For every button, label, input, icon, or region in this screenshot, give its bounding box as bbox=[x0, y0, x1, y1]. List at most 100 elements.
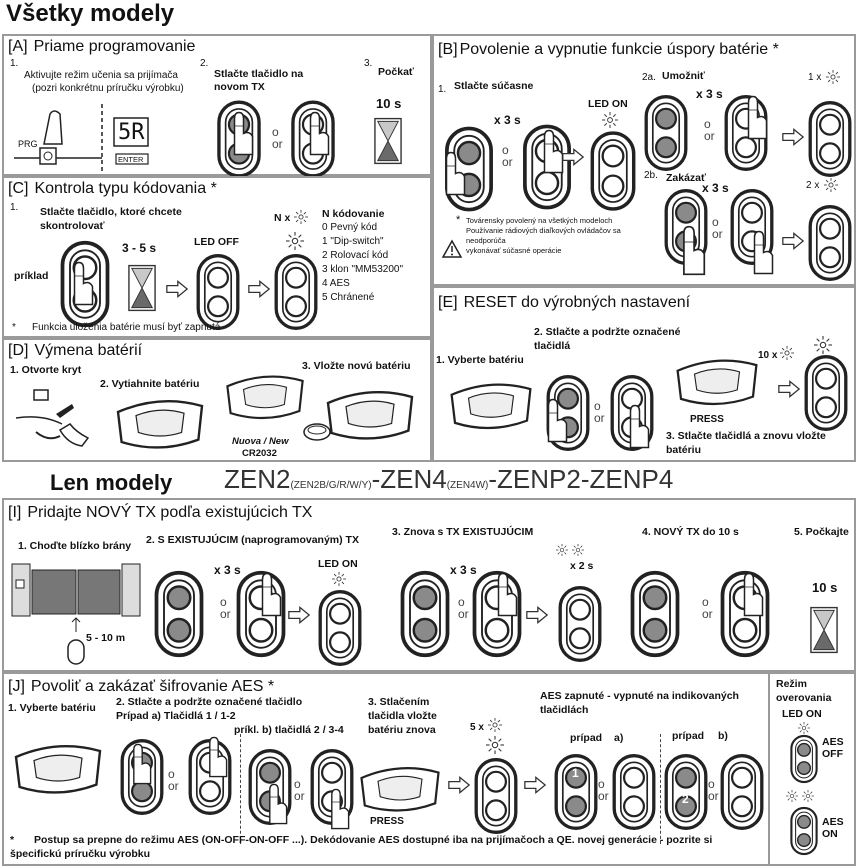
burst-icon bbox=[286, 232, 304, 250]
burst-icon bbox=[486, 736, 504, 754]
panel-a: [A]Priame programovanie 1. Aktivujte rež… bbox=[2, 34, 432, 176]
step3-text: 3. Stlačte tlačidlá a znovu vložte bbox=[666, 430, 826, 442]
example-label: príklad bbox=[14, 270, 49, 282]
panel-i: [I]Pridajte NOVÝ TX podľa existujúcich T… bbox=[2, 498, 856, 672]
remote-icon bbox=[720, 752, 764, 832]
divider bbox=[660, 734, 661, 844]
remote-icon bbox=[554, 752, 598, 832]
note-line-4: vykonávať súčasné operácie bbox=[466, 246, 562, 255]
coding-item: 4 AES bbox=[322, 278, 350, 289]
arrow-icon bbox=[166, 280, 188, 298]
case-b-text: príkl. b) tlačidlá 2 / 3-4 bbox=[234, 724, 344, 736]
hand-icon bbox=[620, 388, 650, 450]
step1-text: 1. Otvorte kryt bbox=[10, 364, 82, 376]
burst-icon bbox=[294, 210, 308, 224]
panel-c: [C]Kontrola typu kódovania * 1. Stlačte … bbox=[2, 176, 432, 338]
coin-cell-icon bbox=[303, 423, 331, 441]
remote-icon bbox=[804, 354, 848, 432]
case-a-value: a) bbox=[614, 732, 624, 744]
burst-icon bbox=[814, 336, 832, 354]
warning-icon bbox=[441, 239, 463, 258]
step4-text: 4. NOVÝ TX do 10 s bbox=[642, 526, 739, 538]
arrow-icon bbox=[526, 606, 548, 624]
step3-text: 3. Stlačením bbox=[368, 696, 430, 708]
divider bbox=[240, 734, 241, 844]
step1-num: 1. bbox=[10, 202, 19, 213]
note-line-3: neodporúča bbox=[466, 236, 506, 245]
arrow-icon bbox=[778, 380, 800, 398]
panel-j: [J]Povoliť a zakázať šifrovanie AES * 1.… bbox=[2, 672, 856, 866]
remote-icon bbox=[630, 570, 680, 658]
wait-time: 10 s bbox=[376, 96, 402, 111]
hand-icon bbox=[538, 382, 568, 444]
step3-text: Počkať bbox=[378, 66, 414, 78]
blink-count: 10 x bbox=[758, 350, 778, 361]
battery-cover-illustration bbox=[222, 366, 308, 428]
hand-icon bbox=[64, 244, 94, 308]
footnote: Postup sa prepne do režimu AES (ON-OFF-O… bbox=[34, 834, 713, 846]
coding-item: 2 Rolovací kód bbox=[322, 250, 389, 261]
aes-text-2: tlačidlách bbox=[540, 704, 589, 716]
time-range: 3 - 5 s bbox=[122, 241, 157, 255]
times-label: x 3 s bbox=[494, 113, 521, 127]
times-label: x 3 s bbox=[702, 181, 729, 195]
burst-icon bbox=[802, 790, 814, 802]
remote-icon bbox=[612, 752, 656, 832]
hourglass-icon bbox=[810, 600, 838, 660]
step2a-num: 2a. bbox=[642, 72, 656, 83]
hand-icon bbox=[224, 96, 254, 156]
aes-on-label-2: ON bbox=[822, 828, 838, 840]
burst-icon bbox=[332, 572, 346, 586]
times-label: x 3 s bbox=[696, 87, 723, 101]
step2-text: 2. Stlačte a podržte označené bbox=[534, 326, 681, 338]
footnote: Funkcia uloženia batérie musí byť zapnut… bbox=[32, 322, 221, 333]
remote-icon bbox=[318, 588, 362, 668]
burst-icon bbox=[556, 544, 568, 556]
battery-cover-illustration bbox=[322, 384, 418, 446]
remote-icon bbox=[790, 734, 818, 784]
hand-icon bbox=[734, 556, 764, 618]
aes-off-label-2: OFF bbox=[822, 748, 843, 760]
remote-icon bbox=[154, 570, 204, 658]
hand-icon bbox=[124, 728, 152, 786]
step2-text: 2. Stlačte a podržte označené tlačidlo bbox=[116, 696, 303, 708]
enable-label: Umožniť bbox=[662, 70, 705, 82]
battery-cover-illustration bbox=[356, 760, 444, 818]
step3-text-3: batériu znova bbox=[368, 724, 436, 736]
hand-icon bbox=[672, 206, 706, 278]
burst-icon bbox=[780, 346, 794, 360]
burst-icon bbox=[798, 722, 810, 734]
hand-icon bbox=[252, 556, 282, 618]
step1-text-2: (pozri konkrétnu príručku výrobku) bbox=[32, 83, 184, 94]
step1-text: Stlačte súčasne bbox=[454, 80, 534, 92]
remote-icon bbox=[808, 204, 852, 282]
hand-icon bbox=[744, 212, 774, 278]
receiver-display: 5R bbox=[118, 120, 145, 145]
burst-icon bbox=[786, 790, 798, 802]
remote-icon bbox=[558, 584, 602, 664]
models-list: ZEN2(ZEN2B/G/R/W/Y)-ZEN4(ZEN4W)-ZENP2-ZE… bbox=[224, 464, 674, 494]
burst-icon bbox=[602, 112, 618, 128]
hand-icon bbox=[534, 114, 564, 174]
led-off-label: LED OFF bbox=[194, 236, 239, 248]
case-b-label: prípad bbox=[672, 730, 705, 742]
new-battery-label: Nuova / New bbox=[232, 436, 289, 447]
note-line-1: Továrensky povolený na všetkých modeloch bbox=[466, 216, 613, 225]
step2-text: 2. S EXISTUJÚCIM (naprogramovaným) TX bbox=[146, 534, 359, 546]
panel-e: [E]RESET do výrobných nastavení 1. Vyber… bbox=[432, 286, 856, 462]
step1-text: 1. Vyberte batériu bbox=[436, 354, 524, 366]
page-title: Všetky modely bbox=[6, 0, 175, 27]
step1-text: Aktivujte režim učenia sa prijímača bbox=[24, 70, 178, 81]
hand-icon bbox=[436, 136, 466, 196]
panel-a-tag: [A] bbox=[8, 38, 28, 55]
receiver-illustration bbox=[14, 104, 149, 172]
screwdriver-illustration bbox=[15, 389, 90, 447]
hand-icon bbox=[488, 556, 518, 618]
blink-count: 1 x bbox=[808, 72, 822, 83]
